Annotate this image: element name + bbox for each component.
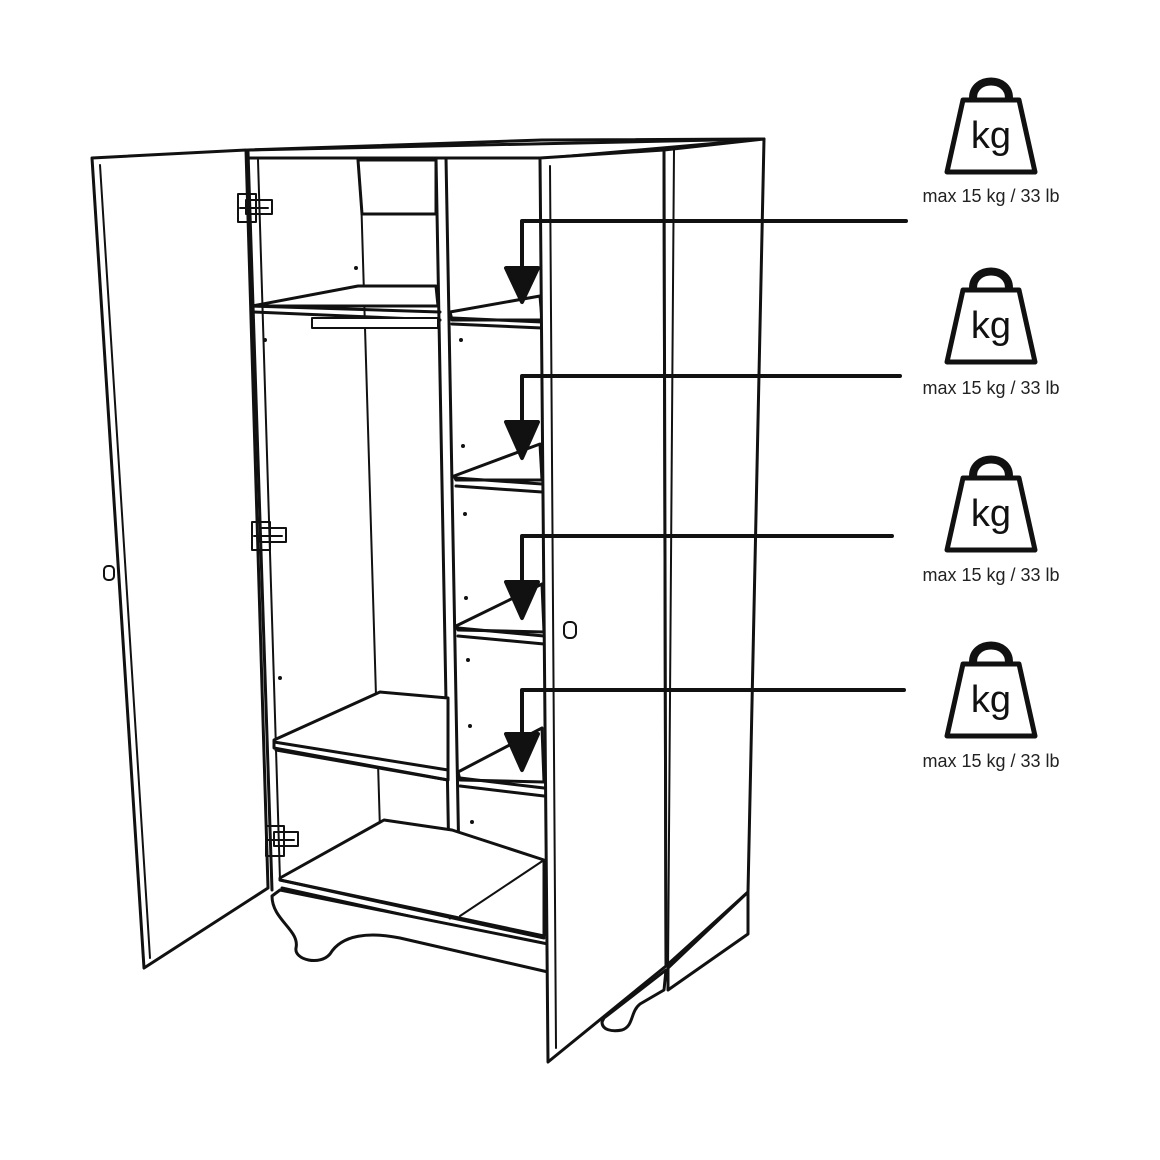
- weight-limit-label: max 15 kg / 33 lb: [922, 378, 1060, 398]
- right-foot: [600, 968, 668, 1033]
- weight-icon: kg: [941, 68, 1041, 178]
- right-door-handle: [563, 621, 577, 639]
- right-door: [538, 148, 668, 1064]
- weight-unit: kg: [971, 305, 1011, 347]
- weight-icon: kg: [941, 258, 1041, 368]
- shelf-pin-holes: [263, 266, 474, 824]
- weight-limit-label: max 15 kg / 33 lb: [922, 751, 1060, 771]
- top-hinge: [237, 193, 273, 223]
- callout-arrows: [504, 219, 908, 772]
- top-box: [356, 158, 438, 216]
- weight-icon: kg: [941, 632, 1041, 742]
- weight-icon: kg: [941, 446, 1041, 556]
- left-door: [90, 148, 270, 970]
- weight-unit: kg: [971, 493, 1011, 535]
- hanging-rail: [311, 317, 439, 329]
- left-side-panel: [246, 150, 281, 892]
- right-shelf-1: [448, 294, 544, 330]
- base-plinth: [270, 888, 550, 974]
- left-lower-shelf: [272, 690, 450, 782]
- bottom-hinge: [265, 825, 299, 857]
- weight-limit-label: max 15 kg / 33 lb: [922, 186, 1060, 206]
- left-top-shelf: [250, 284, 442, 322]
- weight-limit-label: max 15 kg / 33 lb: [922, 565, 1060, 585]
- right-side-panel: [662, 137, 766, 992]
- left-door-handle: [103, 565, 115, 581]
- callout-arrow-1: [504, 219, 908, 304]
- weight-unit: kg: [971, 115, 1011, 157]
- center-divider: [434, 156, 462, 920]
- callout-arrow-2: [504, 374, 902, 460]
- weight-unit: kg: [971, 679, 1011, 721]
- callout-arrow-4: [504, 688, 906, 772]
- callout-arrow-3: [504, 534, 894, 620]
- right-shelf-2: [452, 442, 544, 494]
- right-bottom-edge: [459, 859, 545, 917]
